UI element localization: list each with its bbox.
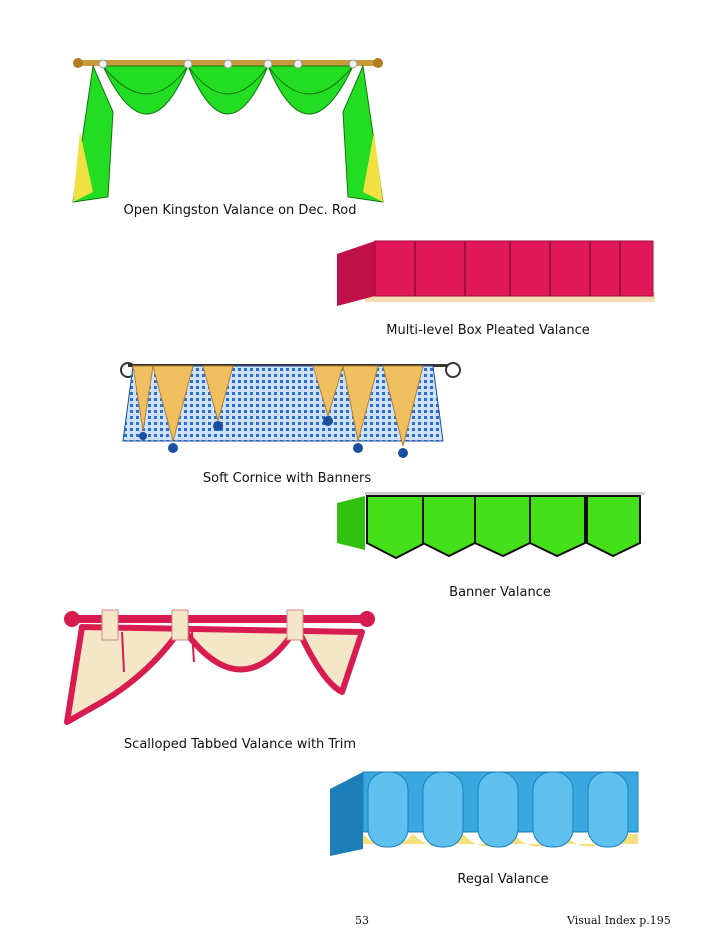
scalloped-tabbed-valance-illustration: [64, 609, 375, 725]
banner-valance-illustration: [337, 492, 645, 560]
regal-valance-illustration: [330, 771, 639, 856]
caption-scalloped-tabbed-valance: Scalloped Tabbed Valance with Trim: [123, 737, 357, 752]
caption-banner-valance: Banner Valance: [449, 585, 551, 600]
caption-open-kingston-valance: Open Kingston Valance on Dec. Rod: [123, 203, 357, 218]
open-kingston-valance-illustration: [72, 58, 384, 203]
box-pleated-valance-illustration: [337, 240, 655, 306]
caption-soft-cornice-with-banners: Soft Cornice with Banners: [202, 471, 372, 486]
caption-multi-level-box-pleated-valance: Multi-level Box Pleated Valance: [386, 323, 590, 338]
caption-regal-valance: Regal Valance: [457, 872, 549, 887]
soft-cornice-illustration: [120, 362, 461, 458]
visual-index-reference: Visual Index p.195: [567, 914, 671, 927]
page-number: 53: [355, 914, 369, 927]
